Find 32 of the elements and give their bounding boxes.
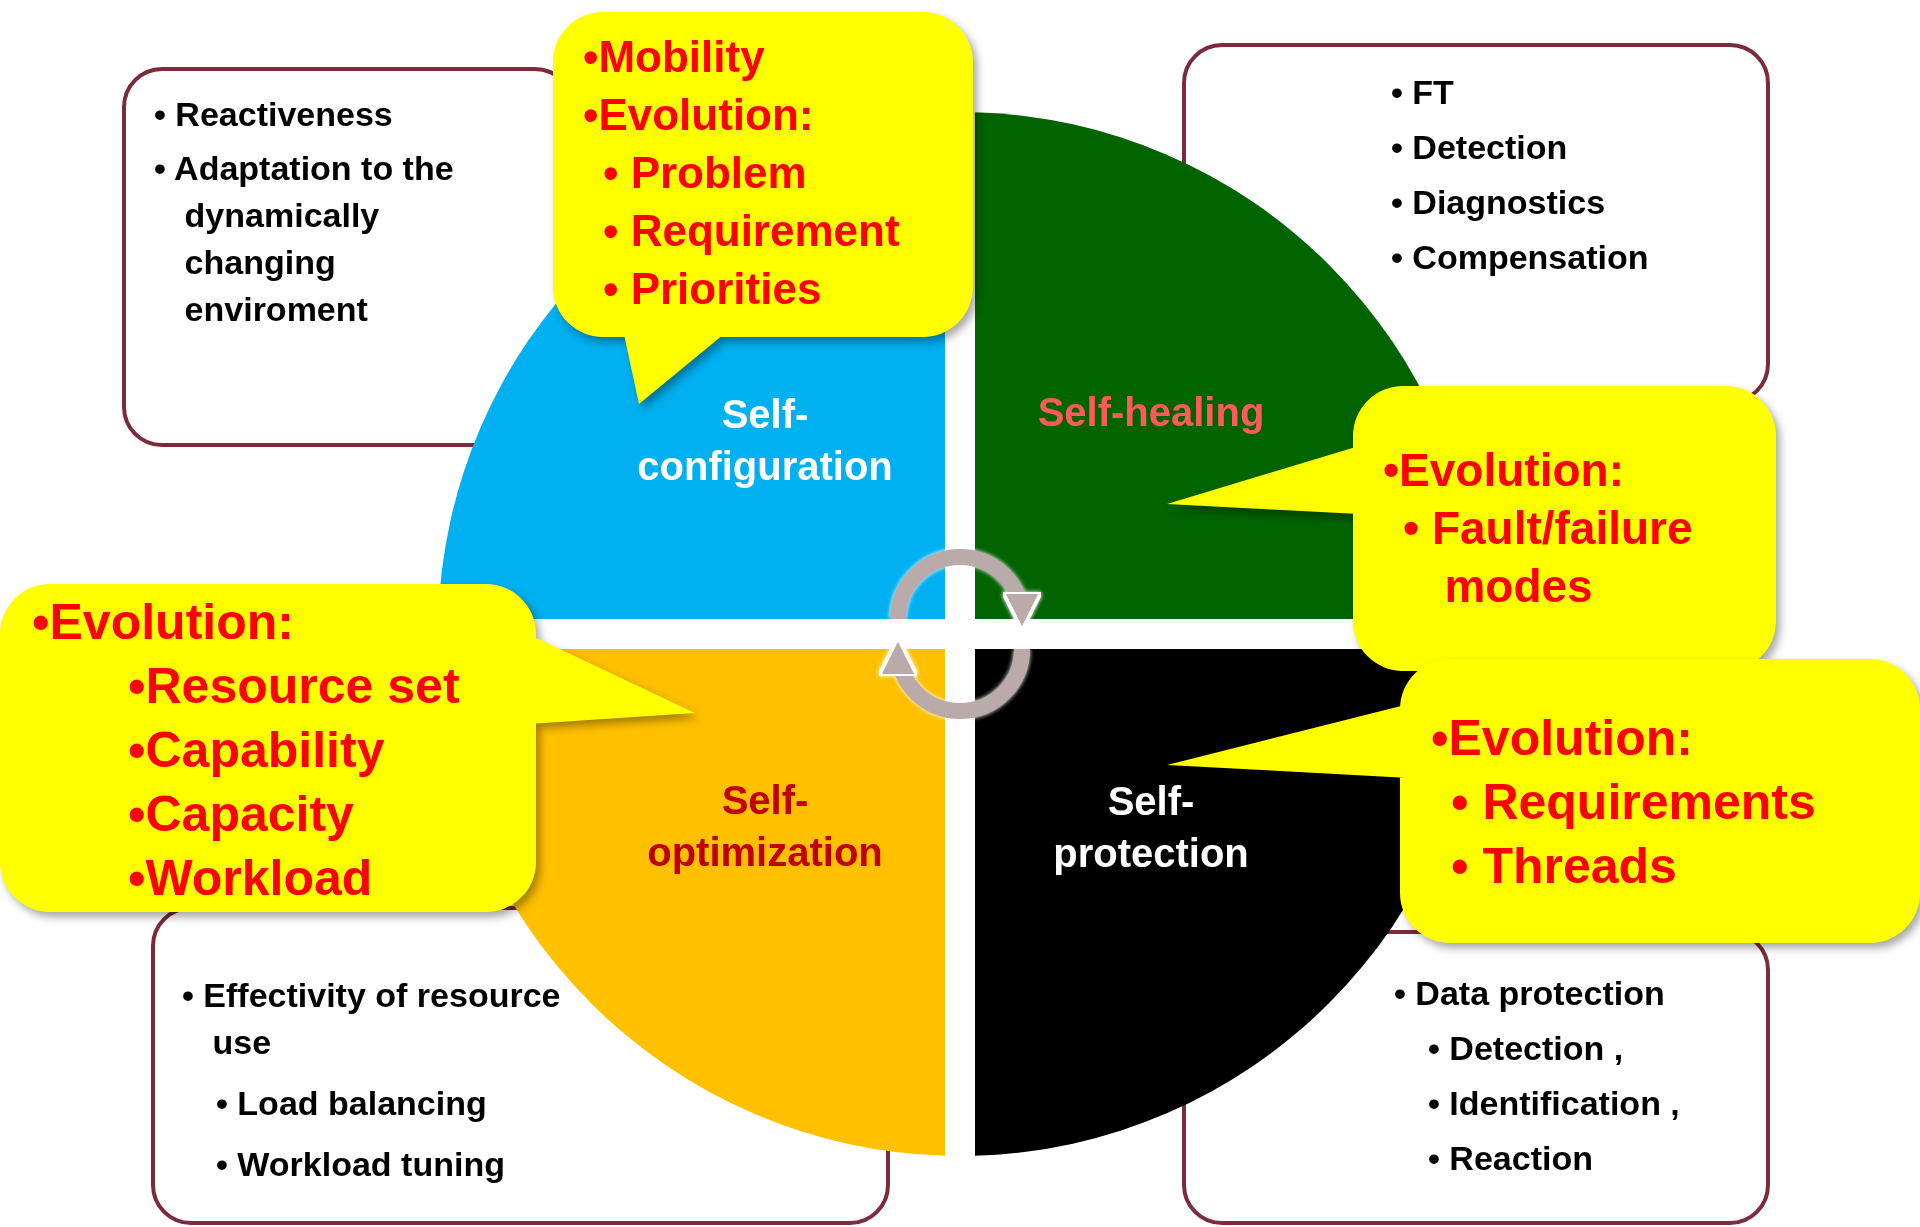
callout-item: •Mobility	[583, 31, 766, 83]
callout-item: • Problem	[603, 147, 808, 199]
bullet-item: • FT	[1391, 72, 1455, 113]
callout-item: • Threads	[1451, 837, 1678, 896]
callout-item: • Fault/failure modes	[1403, 501, 1694, 614]
callout-item: •Evolution:	[1383, 443, 1625, 498]
callout-item: •Evolution:	[1431, 709, 1694, 768]
bullet-item: • Detection ,	[1428, 1028, 1625, 1069]
callout-item: •Capability	[128, 721, 386, 780]
quadrant-label: Self- protection	[1052, 778, 1250, 877]
bullet-item: • Effectivity of resource use	[182, 975, 562, 1063]
callout-item: • Requirements	[1451, 773, 1817, 832]
quadrant-label: Self- optimization	[646, 777, 884, 876]
callout-item: • Requirement	[603, 205, 901, 257]
bullet-item: • Compensation	[1391, 237, 1650, 278]
bullet-item: • Adaptation to the dynamically changing enviroment	[154, 148, 455, 330]
quadrant-label: Self- configuration	[636, 391, 894, 490]
callout-item: •Evolution:	[32, 593, 295, 652]
callout-item: •Workload	[128, 849, 374, 908]
callout-item: • Priorities	[603, 263, 823, 315]
callout-item: •Capacity	[128, 785, 355, 844]
bullet-item: • Load balancing	[216, 1083, 488, 1124]
bullet-item: • Workload tuning	[216, 1144, 506, 1185]
quadrant-label: Self-healing	[1036, 389, 1266, 436]
bullet-item: • Detection	[1391, 127, 1569, 168]
bullet-item: • Reaction	[1428, 1138, 1594, 1179]
bullet-item: • Identification ,	[1428, 1083, 1681, 1124]
bullet-item: • Diagnostics	[1391, 182, 1607, 223]
bullet-item: • Data protection	[1394, 973, 1666, 1014]
callout-item: •Evolution:	[583, 89, 815, 141]
callout-item: •Resource set	[128, 657, 461, 716]
bullet-item: • Reactiveness	[154, 94, 394, 135]
